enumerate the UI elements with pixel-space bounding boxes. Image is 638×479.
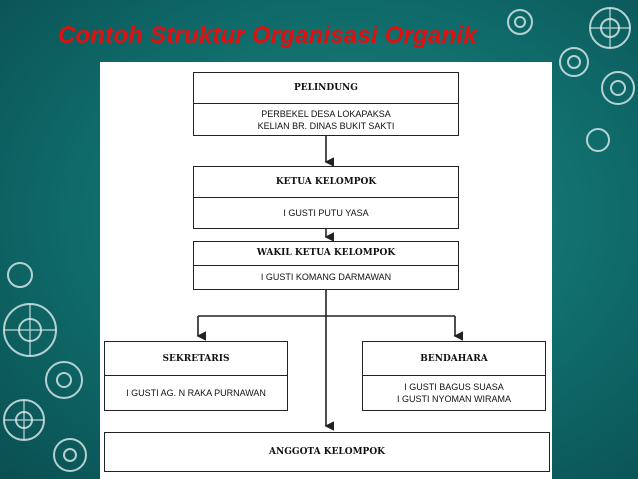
box-sekretaris: SEKRETARIS I GUSTI AG. N RAKA PURNAWAN <box>104 341 288 411</box>
box-pelindung-title: PELINDUNG <box>194 73 458 104</box>
box-bendahara-title: BENDAHARA <box>363 342 545 376</box>
box-sekretaris-line: I GUSTI AG. N RAKA PURNAWAN <box>126 388 266 398</box>
box-wakil-line: I GUSTI KOMANG DARMAWAN <box>260 272 392 283</box>
box-ketua: KETUA KELOMPOK I GUSTI PUTU YASA <box>193 166 459 229</box>
connectors <box>196 136 463 431</box>
slide-title: Contoh Struktur Organisasi Organik <box>58 22 477 49</box>
org-chart: PELINDUNG PERBEKEL DESA LOKAPAKSA KELIAN… <box>100 62 552 479</box>
box-bendahara-line: I GUSTI BAGUS SUASA <box>404 382 504 392</box>
box-pelindung: PELINDUNG PERBEKEL DESA LOKAPAKSA KELIAN… <box>193 72 459 136</box>
box-pelindung-line: PERBEKEL DESA LOKAPAKSA <box>261 108 391 119</box>
box-ketua-title: KETUA KELOMPOK <box>194 167 458 198</box>
box-bendahara-line: I GUSTI NYOMAN WIRAMA <box>396 394 511 404</box>
box-wakil-title: WAKIL KETUA KELOMPOK <box>194 242 458 266</box>
box-sekretaris-title: SEKRETARIS <box>105 342 287 376</box>
box-ketua-line: I GUSTI PUTU YASA <box>283 207 369 218</box>
box-anggota: ANGGOTA KELOMPOK <box>104 432 550 472</box>
box-bendahara: BENDAHARA I GUSTI BAGUS SUASA I GUSTI NY… <box>362 341 546 411</box>
box-pelindung-line: KELIAN BR. DINAS BUKIT SAKTI <box>257 120 395 131</box>
box-wakil: WAKIL KETUA KELOMPOK I GUSTI KOMANG DARM… <box>193 241 459 290</box>
